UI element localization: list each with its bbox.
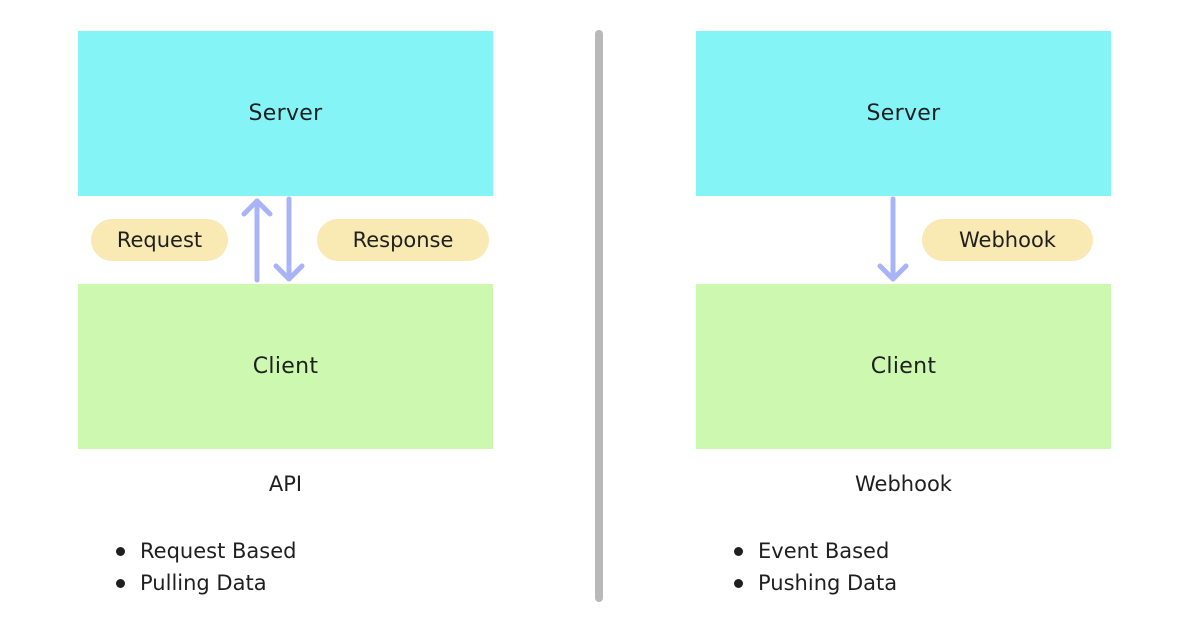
list-item: Request Based (114, 535, 296, 567)
webhook-label: Webhook (959, 228, 1056, 252)
api-server-label: Server (248, 101, 323, 126)
list-item: Pushing Data (732, 567, 897, 599)
api-caption: API (268, 472, 303, 496)
api-client-label: Client (252, 354, 319, 379)
response-pill: Response (317, 219, 489, 261)
bullet-icon (734, 579, 743, 588)
webhook-pill: Webhook (922, 219, 1093, 261)
api-server-box: Server (78, 31, 493, 196)
api-panel: Server Request Response Client API Reque… (78, 31, 493, 599)
webhook-bullet-list: Event Based Pushing Data (732, 535, 897, 599)
request-arrow-up-icon (241, 198, 273, 283)
webhook-panel: Server Webhook Client Webhook Event Base… (618, 0, 1200, 630)
request-pill: Request (91, 219, 228, 261)
bullet-icon (116, 547, 125, 556)
api-bullet-list: Request Based Pulling Data (114, 535, 296, 599)
list-item: Pulling Data (114, 567, 296, 599)
webhook-caption: Webhook (855, 472, 952, 496)
response-arrow-down-icon (273, 196, 305, 282)
webhook-client-box: Client (696, 284, 1111, 449)
api-client-box: Client (78, 284, 493, 449)
panel-divider (595, 30, 603, 602)
request-label: Request (116, 228, 203, 252)
webhook-server-box: Server (696, 31, 1111, 196)
bullet-icon (116, 579, 125, 588)
webhook-server-label: Server (866, 101, 941, 126)
list-item: Event Based (732, 535, 897, 567)
response-label: Response (352, 228, 454, 252)
webhook-client-label: Client (870, 354, 937, 379)
bullet-icon (734, 547, 743, 556)
webhook-arrow-down-icon (877, 196, 909, 282)
